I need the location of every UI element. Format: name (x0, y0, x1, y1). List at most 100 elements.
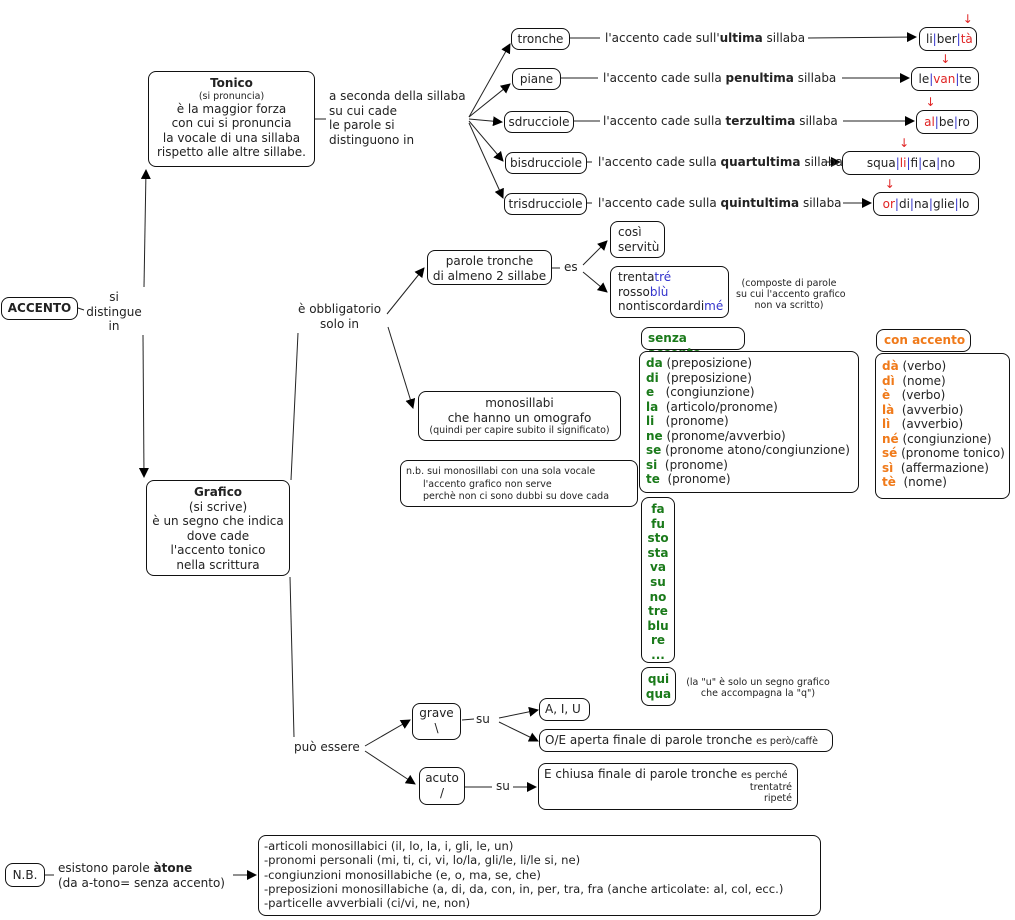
tonico-line: è la maggior forza (176, 101, 287, 116)
word-category: (pronome) (654, 414, 729, 428)
grafico-line: l'accento tonico (170, 543, 266, 557)
grave-target-aiu[interactable]: A, I, U (539, 698, 590, 721)
stress-arrow-icon: ↓ (940, 52, 951, 66)
nb-monosillabi-note[interactable]: n.b. sui monosillabi con una sola vocale… (400, 460, 638, 507)
grave-target-oe[interactable]: O/E aperta finale di parole tronche es p… (539, 729, 833, 752)
atone-item: -particelle avverbiali (ci/vi, ne, non) (264, 896, 471, 911)
arrow-to-tronche (468, 43, 511, 118)
syllable: lo (958, 197, 970, 211)
acuto-su-label: su (496, 779, 510, 793)
senza-accento-title[interactable]: senza accento (641, 327, 745, 360)
atone-item: -pronomi personali (mi, ti, ci, vi, lo/l… (264, 853, 581, 868)
acuto-glyph: / (439, 785, 445, 800)
acuto-node[interactable]: acuto / (419, 767, 465, 805)
syllable-separator: | (956, 32, 961, 46)
word-row: da (preposizione) (646, 356, 858, 371)
grafico-line: è un segno che indica (152, 514, 284, 528)
word: ne (646, 428, 663, 443)
examples-composite-node[interactable]: trentatré rossoblù nontiscordardimé (610, 266, 729, 318)
link-line: a seconda della sillaba (329, 89, 466, 103)
stress-arrow-icon: ↓ (962, 12, 973, 26)
word-category: (pronome atono/congiunzione) (661, 443, 850, 457)
word-category: (nome) (894, 373, 946, 388)
link-line: le parole si (329, 118, 395, 132)
example-word: così (618, 225, 642, 239)
type-node-tronche[interactable]: tronche (511, 28, 570, 50)
arrow-to-tonico (140, 169, 151, 288)
word-category: (nome) (895, 475, 947, 489)
syllable: glie (932, 197, 955, 211)
parole-tronche-node[interactable]: parole tronche di almeno 2 sillabe (427, 250, 552, 285)
syllable: no (940, 156, 956, 170)
type-node-bisdrucciole[interactable]: bisdrucciole (505, 152, 587, 174)
arrow-to-aiu (498, 706, 539, 719)
word: dà (882, 359, 899, 373)
monosillabi-node[interactable]: monosillabi che hanno un omografo (quind… (418, 391, 621, 441)
root-node-accento[interactable]: ACCENTO (1, 297, 78, 320)
type-node-trisdrucciole[interactable]: trisdrucciole (504, 193, 587, 215)
con-accento-list[interactable]: dà (verbo)dì (nome)è (verbo)là (avverbio… (875, 353, 1010, 499)
syllable-example[interactable]: al|be|ro (916, 110, 978, 134)
composite-example: trentatré (618, 270, 728, 285)
word-row: sì (affermazione) (882, 461, 1009, 476)
word: lì (882, 417, 891, 431)
word-category: (preposizione) (658, 370, 752, 385)
word-category: (avverbio) (890, 417, 964, 431)
syllable-example[interactable]: squa|li|fi|ca|no (842, 151, 980, 175)
single-vowel-word: su (650, 574, 666, 589)
syllable-separator: | (894, 197, 899, 211)
word-row: né (congiunzione) (882, 432, 1009, 447)
word-row: lì (avverbio) (882, 417, 1009, 432)
arrow-to-trisdrucciole (468, 122, 504, 199)
type-description: l'accento cade sulla quintultima sillaba (598, 196, 842, 210)
word-category: (congiunzione) (654, 385, 755, 399)
syllable-separator: | (909, 197, 914, 211)
grafico-node[interactable]: Grafico (si scrive) è un segno che indic… (146, 480, 290, 576)
grave-node[interactable]: grave \ (412, 703, 461, 740)
note-line: (composte di parole (741, 278, 837, 289)
grafico-puo-line (289, 576, 295, 738)
link-line: è obbligatorio (298, 302, 382, 316)
arrow-to-trentatre (582, 271, 608, 293)
syllable-example[interactable]: le|van|te (911, 67, 979, 91)
type-node-sdrucciole[interactable]: sdrucciole (504, 111, 574, 133)
note-line: n.b. sui monosillabi con una sola vocale (406, 466, 596, 477)
syllable-example[interactable]: li|ber|tà (919, 27, 977, 51)
grave-glyph: \ (434, 720, 439, 735)
atone-list[interactable]: -articoli monosillabici (il, lo, la, i, … (258, 835, 821, 916)
grafico-line: dove cade (186, 528, 250, 543)
tonico-link-label: a seconda della sillaba su cui cade le p… (329, 89, 466, 147)
grave-name: grave (419, 706, 454, 720)
word: dì (882, 373, 895, 388)
tonico-node[interactable]: Tonico (si pronuncia) è la maggior forza… (148, 71, 315, 167)
arrow-to-grafico (138, 334, 149, 478)
node-line: di almeno 2 sillabe (432, 268, 547, 283)
single-vowel-word: blu (647, 618, 669, 633)
stressed-syllable: or (882, 197, 895, 211)
nb-line: esistono parole (58, 861, 154, 875)
syllable-separator: | (895, 156, 900, 170)
single-vowel-word: re (650, 633, 666, 648)
syllable-separator: | (953, 115, 958, 129)
con-accento-title[interactable]: con accento (876, 329, 971, 352)
target-text: E chiusa finale di parole tronche (544, 767, 738, 781)
stress-arrow-icon: ↓ (884, 177, 895, 191)
nb-node[interactable]: N.B. (5, 863, 45, 887)
tonico-title: Tonico (210, 76, 253, 90)
syllable-example[interactable]: or|di|na|glie|lo (873, 192, 979, 216)
acuto-target[interactable]: E chiusa finale di parole tronche es per… (538, 763, 798, 810)
single-vowel-word: sto (647, 531, 669, 546)
word-category: (pronome) (657, 457, 728, 472)
senza-accento-list[interactable]: da (preposizione)di (preposizione)e (con… (639, 351, 859, 493)
qu-words-node[interactable]: qui qua (641, 667, 676, 706)
stress-arrow-icon: ↓ (899, 136, 910, 150)
word: è (882, 388, 891, 402)
word-category: (congiunzione) (898, 431, 992, 446)
type-node-piane[interactable]: piane (512, 68, 561, 90)
example-accent: blù (649, 284, 669, 299)
word-category: (pronome/avverbio) (662, 428, 786, 443)
single-vowel-word: fa (651, 502, 665, 516)
qu-note: (la "u" è solo un segno grafico che acco… (679, 677, 837, 699)
examples-simple-node[interactable]: così servitù (610, 221, 665, 258)
